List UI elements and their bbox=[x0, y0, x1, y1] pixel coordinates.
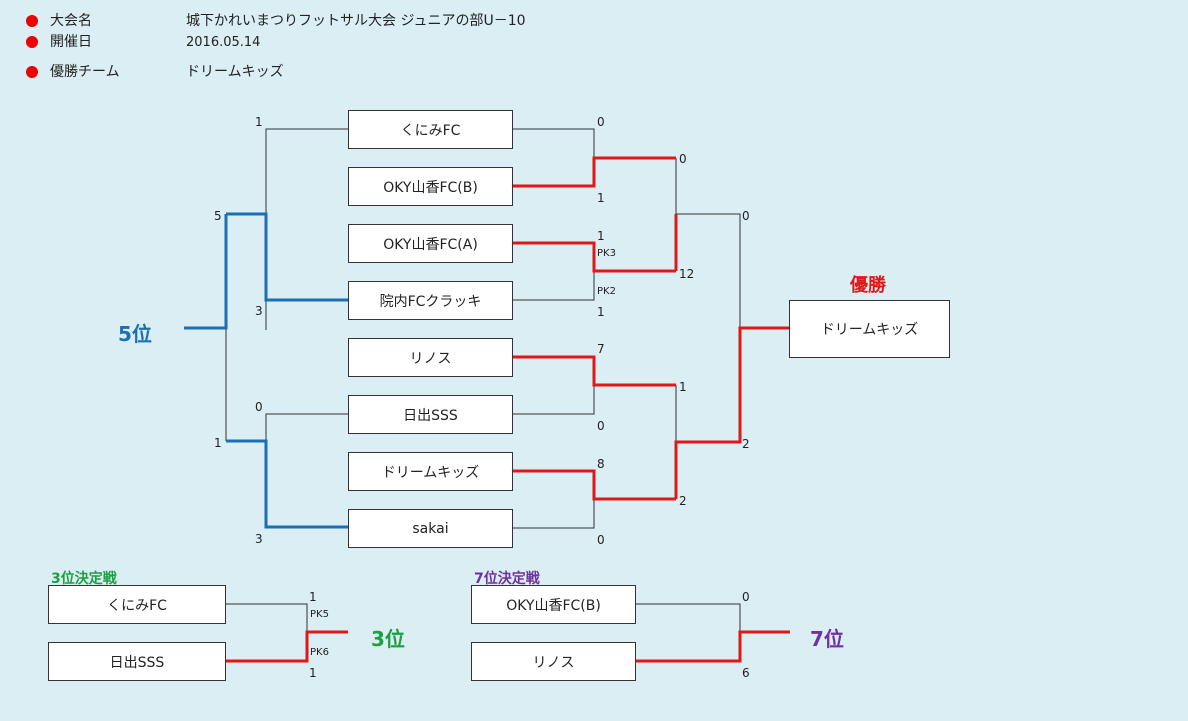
team-box: くにみFC bbox=[48, 585, 226, 624]
champion-label: 優勝 bbox=[850, 275, 886, 296]
winner-label: 優勝チーム bbox=[50, 64, 120, 80]
seventh-place-label: 7位 bbox=[810, 627, 844, 651]
score: 5 bbox=[214, 209, 222, 223]
score: 0 bbox=[742, 590, 750, 604]
score: 0 bbox=[597, 533, 605, 547]
team-box: くにみFC bbox=[348, 110, 513, 149]
champion-box: ドリームキッズ bbox=[789, 300, 950, 358]
score: 0 bbox=[597, 419, 605, 433]
winner-value: ドリームキッズ bbox=[186, 64, 284, 80]
date-label: 開催日 bbox=[50, 34, 92, 50]
score: 2 bbox=[679, 494, 687, 508]
team-box: リノス bbox=[348, 338, 513, 377]
team-box: リノス bbox=[471, 642, 636, 681]
third-place-label: 3位 bbox=[371, 627, 405, 651]
pk-score: PK2 bbox=[597, 286, 616, 297]
score: 0 bbox=[597, 115, 605, 129]
bullet-icon bbox=[26, 36, 38, 48]
score: 2 bbox=[742, 437, 750, 451]
score: 8 bbox=[597, 457, 605, 471]
score: 7 bbox=[597, 342, 605, 356]
score: 1 bbox=[309, 666, 317, 680]
date-value: 2016.05.14 bbox=[186, 35, 261, 50]
team-box: OKY山香FC(A) bbox=[348, 224, 513, 263]
score: 0 bbox=[255, 400, 263, 414]
fifth-place-label: 5位 bbox=[118, 322, 152, 346]
score: 1 bbox=[309, 590, 317, 604]
score: 1 bbox=[214, 436, 222, 450]
pk-score: PK5 bbox=[310, 609, 329, 620]
tournament-label: 大会名 bbox=[50, 13, 92, 29]
pk-score: PK6 bbox=[310, 647, 329, 658]
score: 0 bbox=[742, 209, 750, 223]
score: 0 bbox=[679, 152, 687, 166]
bullet-icon bbox=[26, 15, 38, 27]
score: 1 bbox=[679, 380, 687, 394]
team-box: sakai bbox=[348, 509, 513, 548]
score: 1 bbox=[597, 229, 605, 243]
bullet-icon bbox=[26, 66, 38, 78]
score: 1 bbox=[597, 305, 605, 319]
score: 1 bbox=[597, 191, 605, 205]
score: 1 bbox=[255, 115, 263, 129]
score: 12 bbox=[679, 267, 695, 281]
team-box: 日出SSS bbox=[348, 395, 513, 434]
team-box: 日出SSS bbox=[48, 642, 226, 681]
team-box: ドリームキッズ bbox=[348, 452, 513, 491]
seventh-place-title: 7位決定戦 bbox=[474, 571, 540, 587]
team-box: 院内FCクラッキ bbox=[348, 281, 513, 320]
third-place-title: 3位決定戦 bbox=[51, 571, 117, 587]
score: 6 bbox=[742, 666, 750, 680]
score: 3 bbox=[255, 532, 263, 546]
team-box: OKY山香FC(B) bbox=[471, 585, 636, 624]
tournament-name: 城下かれいまつりフットサル大会 ジュニアの部U－10 bbox=[186, 13, 526, 29]
team-box: OKY山香FC(B) bbox=[348, 167, 513, 206]
score: 3 bbox=[255, 304, 263, 318]
pk-score: PK3 bbox=[597, 248, 616, 259]
